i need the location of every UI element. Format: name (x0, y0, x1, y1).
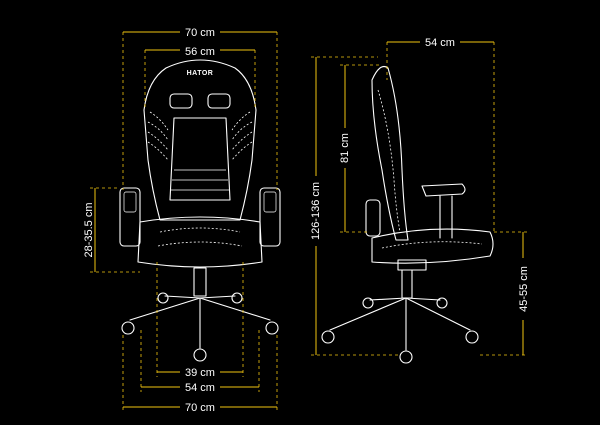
side-lumbar-pillow (365, 199, 381, 237)
front-base-leg-back-left (164, 295, 201, 299)
front-gas-lift (193, 267, 207, 297)
front-backrest-outline (143, 59, 257, 221)
front-seat-stitch-2 (157, 241, 243, 247)
base-width-label: 54 cm (185, 382, 215, 394)
front-seat (137, 216, 263, 268)
side-view-dimensions: 54 cm 81 cm 126-136 cm 45-55 cm (309, 35, 530, 356)
front-armrest-left (119, 187, 141, 247)
front-stitch-right-2 (231, 121, 253, 141)
side-backrest-outline (371, 65, 409, 241)
front-head-pillow-left (169, 93, 193, 109)
depth-label: 54 cm (425, 37, 455, 49)
front-base-leg-back-right (199, 295, 236, 299)
seat-width-label: 39 cm (185, 367, 215, 379)
side-caster-center (399, 350, 413, 364)
front-caster-right (265, 321, 279, 335)
brand-logo-text: HATOR (187, 70, 214, 77)
side-view-chair (321, 65, 494, 364)
front-stitch-left-3 (147, 131, 169, 151)
side-caster-right (465, 330, 479, 344)
side-base-leg-right (405, 297, 471, 331)
side-armrest-pad (421, 183, 466, 197)
front-view-chair: HATOR (119, 59, 281, 362)
front-caster-left (121, 321, 135, 335)
side-caster-back (362, 297, 374, 309)
backrest-width-label: 56 cm (185, 46, 215, 58)
front-armrest-right (259, 187, 281, 247)
front-stitch-left-2 (147, 121, 169, 141)
side-base-leg-left (329, 297, 407, 331)
front-base-leg-right (199, 297, 271, 321)
side-base-leg-back (369, 297, 407, 301)
front-head-pillow-right (207, 93, 231, 109)
front-caster-center (193, 348, 207, 362)
front-stitch-right-1 (231, 111, 251, 131)
front-backrest-panel (169, 117, 231, 201)
side-caster-left (321, 330, 335, 344)
front-seat-stitch-1 (159, 227, 241, 233)
front-stitch-left-1 (149, 111, 169, 131)
backrest-height-label: 81 cm (339, 133, 351, 163)
front-view-dimensions: 70 cm 56 cm 28-35.5 cm 39 cm 54 cm 70 cm (83, 24, 278, 414)
side-caster-front (436, 297, 448, 309)
front-stitch-right-4 (231, 141, 253, 161)
overall-width-top-label: 70 cm (185, 27, 215, 39)
front-caster-back-left (157, 292, 169, 304)
seat-height-label: 45-55 cm (518, 266, 530, 312)
front-armrest-right-pad (263, 191, 277, 213)
front-stitch-left-4 (147, 141, 169, 161)
front-base-leg-left (129, 297, 201, 321)
armrest-height-label: 28-35.5 cm (83, 202, 95, 257)
side-seat (371, 228, 494, 264)
total-height-label: 126-136 cm (310, 182, 322, 240)
front-caster-back-right (231, 292, 243, 304)
front-stitch-right-3 (231, 131, 253, 151)
overall-width-bottom-label: 70 cm (185, 402, 215, 414)
front-armrest-left-pad (123, 191, 137, 213)
side-tilt-mechanism (397, 259, 427, 271)
side-base-leg-front (405, 297, 441, 301)
side-gas-lift (401, 269, 413, 299)
side-seat-stitch (381, 241, 483, 249)
